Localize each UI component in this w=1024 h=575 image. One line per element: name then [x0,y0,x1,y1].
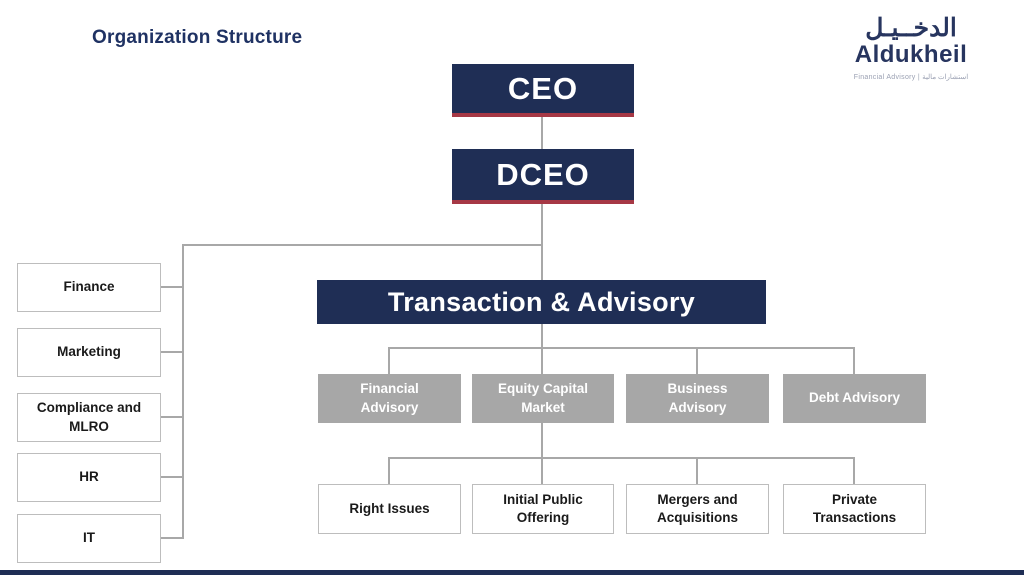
dept-box-marketing-label: Marketing [57,344,121,360]
service-box-initial-public-offering: Initial Public Offering [472,484,614,534]
dept-box-it-label: IT [83,530,95,546]
connector-drop-debt-advisory [853,347,855,374]
logo-tagline: Financial Advisory | استشارات مالية [853,73,969,81]
connector-stub-hr [161,476,183,478]
connector-drop-private [853,457,855,484]
unit-box-equity-capital-market: Equity Capital Market [472,374,614,423]
service-box-right-issues: Right Issues [318,484,461,534]
connector-stub-compliance [161,416,183,418]
dept-box-finance-label: Finance [63,279,115,295]
unit-box-financial-advisory-label: Financial Advisory [360,381,419,415]
connector-dceo-division [541,204,543,281]
unit-box-financial-advisory: Financial Advisory [318,374,461,423]
service-box-initial-public-offering-label: Initial Public Offering [503,491,583,525]
service-box-right-issues-label: Right Issues [349,500,430,516]
unit-box-debt-advisory: Debt Advisory [783,374,926,423]
service-box-private-transactions-label: Private Transactions [812,491,897,525]
org-box-ceo-label: CEO [507,70,579,106]
service-box-mergers-acquisitions: Mergers and Acquisitions [626,484,769,534]
connector-left-branch [182,244,543,246]
connector-units-services [541,423,543,484]
service-box-mergers-acquisitions-label: Mergers and Acquisitions [656,491,738,525]
org-box-dceo-label: DCEO [496,156,590,192]
footer-accent-bar [0,570,1024,575]
connector-drop-right-issues [388,457,390,484]
connector-stub-finance [161,286,183,288]
dept-box-it: IT [17,514,161,563]
connector-services-rail [388,457,855,459]
dept-box-marketing: Marketing [17,328,161,377]
dept-box-hr: HR [17,453,161,502]
connector-stub-it [161,537,183,539]
unit-box-business-advisory-label: Business Advisory [667,381,728,415]
dept-box-finance: Finance [17,263,161,312]
dept-box-hr-label: HR [79,469,99,485]
dept-box-compliance-mlro: Compliance and MLRO [17,393,161,442]
org-box-transaction-advisory: Transaction & Advisory [317,280,766,324]
org-box-ceo: CEO [452,64,634,117]
org-box-dceo: DCEO [452,149,634,204]
unit-box-debt-advisory-label: Debt Advisory [808,390,901,406]
logo-name: Aldukheil [854,40,968,68]
connector-stub-marketing [161,351,183,353]
logo-arabic-wordmark: الدخــيـل [865,14,957,42]
connector-division-units [541,324,543,374]
unit-box-equity-capital-market-label: Equity Capital Market [497,381,588,415]
dept-box-compliance-mlro-label: Compliance and MLRO [36,400,142,434]
connector-left-rail [182,244,184,539]
connector-units-rail [388,347,855,349]
org-box-transaction-advisory-label: Transaction & Advisory [387,286,696,317]
page-title: Organization Structure [92,27,303,48]
company-logo: الدخــيـل Aldukheil Financial Advisory |… [836,14,986,81]
service-box-private-transactions: Private Transactions [783,484,926,534]
connector-drop-business-advisory [696,347,698,374]
unit-box-business-advisory: Business Advisory [626,374,769,423]
connector-drop-financial-advisory [388,347,390,374]
connector-ceo-dceo [541,117,543,149]
connector-drop-mergers [696,457,698,484]
